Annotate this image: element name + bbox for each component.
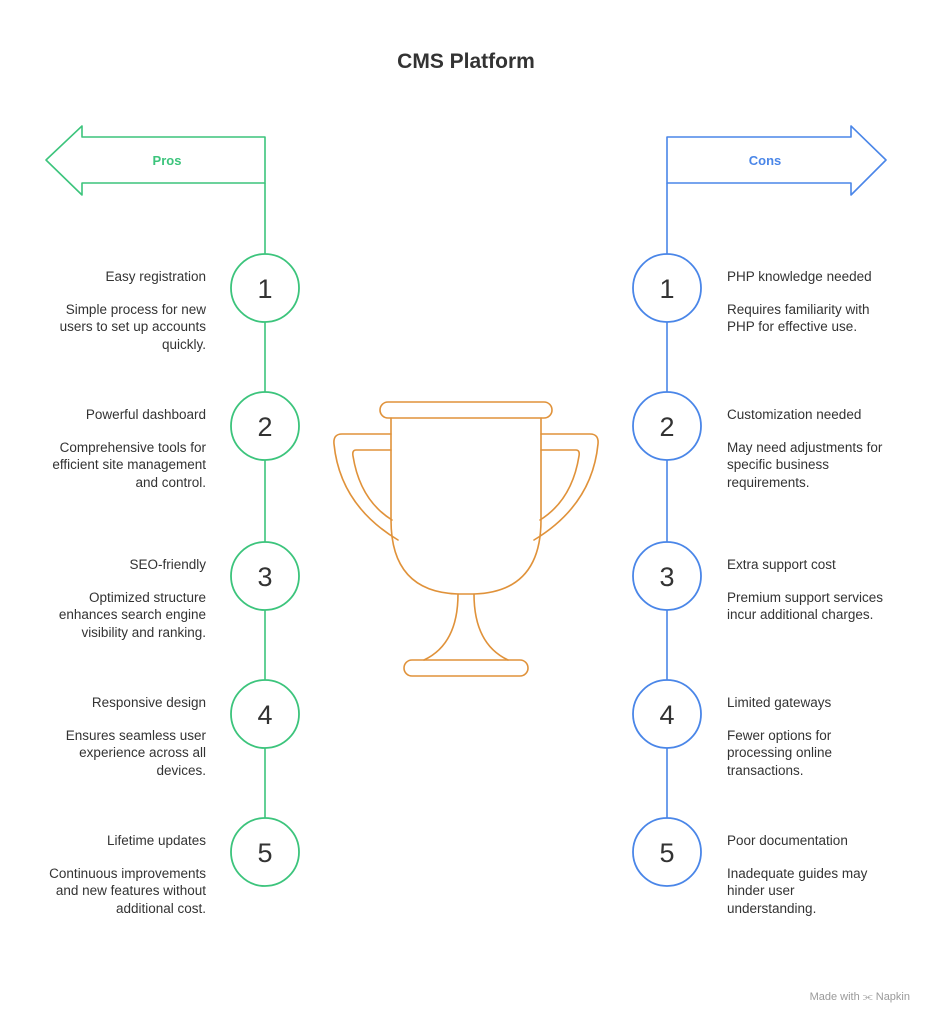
pros-item-title: Lifetime updates (106, 833, 206, 848)
pros-arrow: Pros (45, 125, 266, 196)
pros-item-title: Easy registration (105, 269, 206, 284)
cons-item-title: Limited gateways (727, 695, 832, 710)
pros-step-4: 4 (230, 679, 300, 749)
step-number: 3 (659, 562, 674, 592)
diagram-title: CMS Platform (397, 50, 535, 73)
step-number: 5 (257, 838, 272, 868)
pros-step-2: 2 (230, 391, 300, 461)
pros-step-3: 3 (230, 541, 300, 611)
cons-item-title: PHP knowledge needed (727, 269, 872, 284)
cons-item-3: Extra support cost Premium support servi… (727, 556, 887, 624)
cons-arrow: Cons (666, 125, 887, 196)
step-number: 1 (659, 274, 674, 304)
cons-item-desc: Fewer options for processing online tran… (727, 727, 833, 778)
step-number: 3 (257, 562, 272, 592)
napkin-logo-icon: ⫘ (862, 991, 873, 1003)
cons-step-5: 5 (632, 817, 702, 887)
pros-label: Pros (153, 153, 182, 168)
brand-text: Napkin (875, 991, 910, 1003)
cons-item-desc: Premium support services incur additiona… (727, 589, 884, 623)
pros-item-2: Powerful dashboard Comprehensive tools f… (46, 406, 206, 491)
step-number: 4 (257, 700, 272, 730)
pros-item-1: Easy registration Simple process for new… (46, 268, 206, 353)
cons-step-2: 2 (632, 391, 702, 461)
cons-item-2: Customization needed May need adjustment… (727, 406, 887, 491)
pros-item-desc: Simple process for new users to set up a… (59, 301, 206, 352)
cons-step-3: 3 (632, 541, 702, 611)
pros-item-desc: Comprehensive tools for efficient site m… (52, 439, 206, 490)
pros-item-desc: Ensures seamless user experience across … (65, 727, 206, 778)
made-with-text: Made with (809, 991, 860, 1003)
cons-item-desc: May need adjustments for specific busine… (727, 439, 883, 490)
cons-item-title: Customization needed (727, 407, 862, 422)
step-number: 2 (659, 412, 674, 442)
pros-step-1: 1 (230, 253, 300, 323)
pros-item-title: Powerful dashboard (85, 407, 206, 422)
pros-item-4: Responsive design Ensures seamless user … (46, 694, 206, 779)
pros-step-5: 5 (230, 817, 300, 887)
footer-credit: Made with ⫘ Napkin (810, 991, 910, 1004)
pros-item-5: Lifetime updates Continuous improvements… (46, 832, 206, 917)
cons-item-5: Poor documentation Inadequate guides may… (727, 832, 887, 917)
cons-item-desc: Requires familiarity with PHP for effect… (727, 301, 870, 335)
cons-step-4: 4 (632, 679, 702, 749)
pros-item-desc: Continuous improvements and new features… (49, 865, 206, 916)
step-number: 1 (257, 274, 272, 304)
step-number: 5 (659, 838, 674, 868)
cons-item-desc: Inadequate guides may hinder user unders… (727, 865, 868, 916)
pros-item-title: Responsive design (91, 695, 206, 710)
step-number: 2 (257, 412, 272, 442)
pros-item-desc: Optimized structure enhances search engi… (58, 589, 206, 640)
cons-step-1: 1 (632, 253, 702, 323)
pros-item-title: SEO-friendly (129, 557, 206, 572)
trophy-icon (333, 401, 599, 677)
cons-item-1: PHP knowledge needed Requires familiarit… (727, 268, 887, 336)
step-number: 4 (659, 700, 674, 730)
cons-item-4: Limited gateways Fewer options for proce… (727, 694, 887, 779)
cons-item-title: Poor documentation (727, 833, 848, 848)
cons-label: Cons (749, 153, 782, 168)
pros-item-3: SEO-friendly Optimized structure enhance… (46, 556, 206, 641)
cons-item-title: Extra support cost (727, 557, 836, 572)
